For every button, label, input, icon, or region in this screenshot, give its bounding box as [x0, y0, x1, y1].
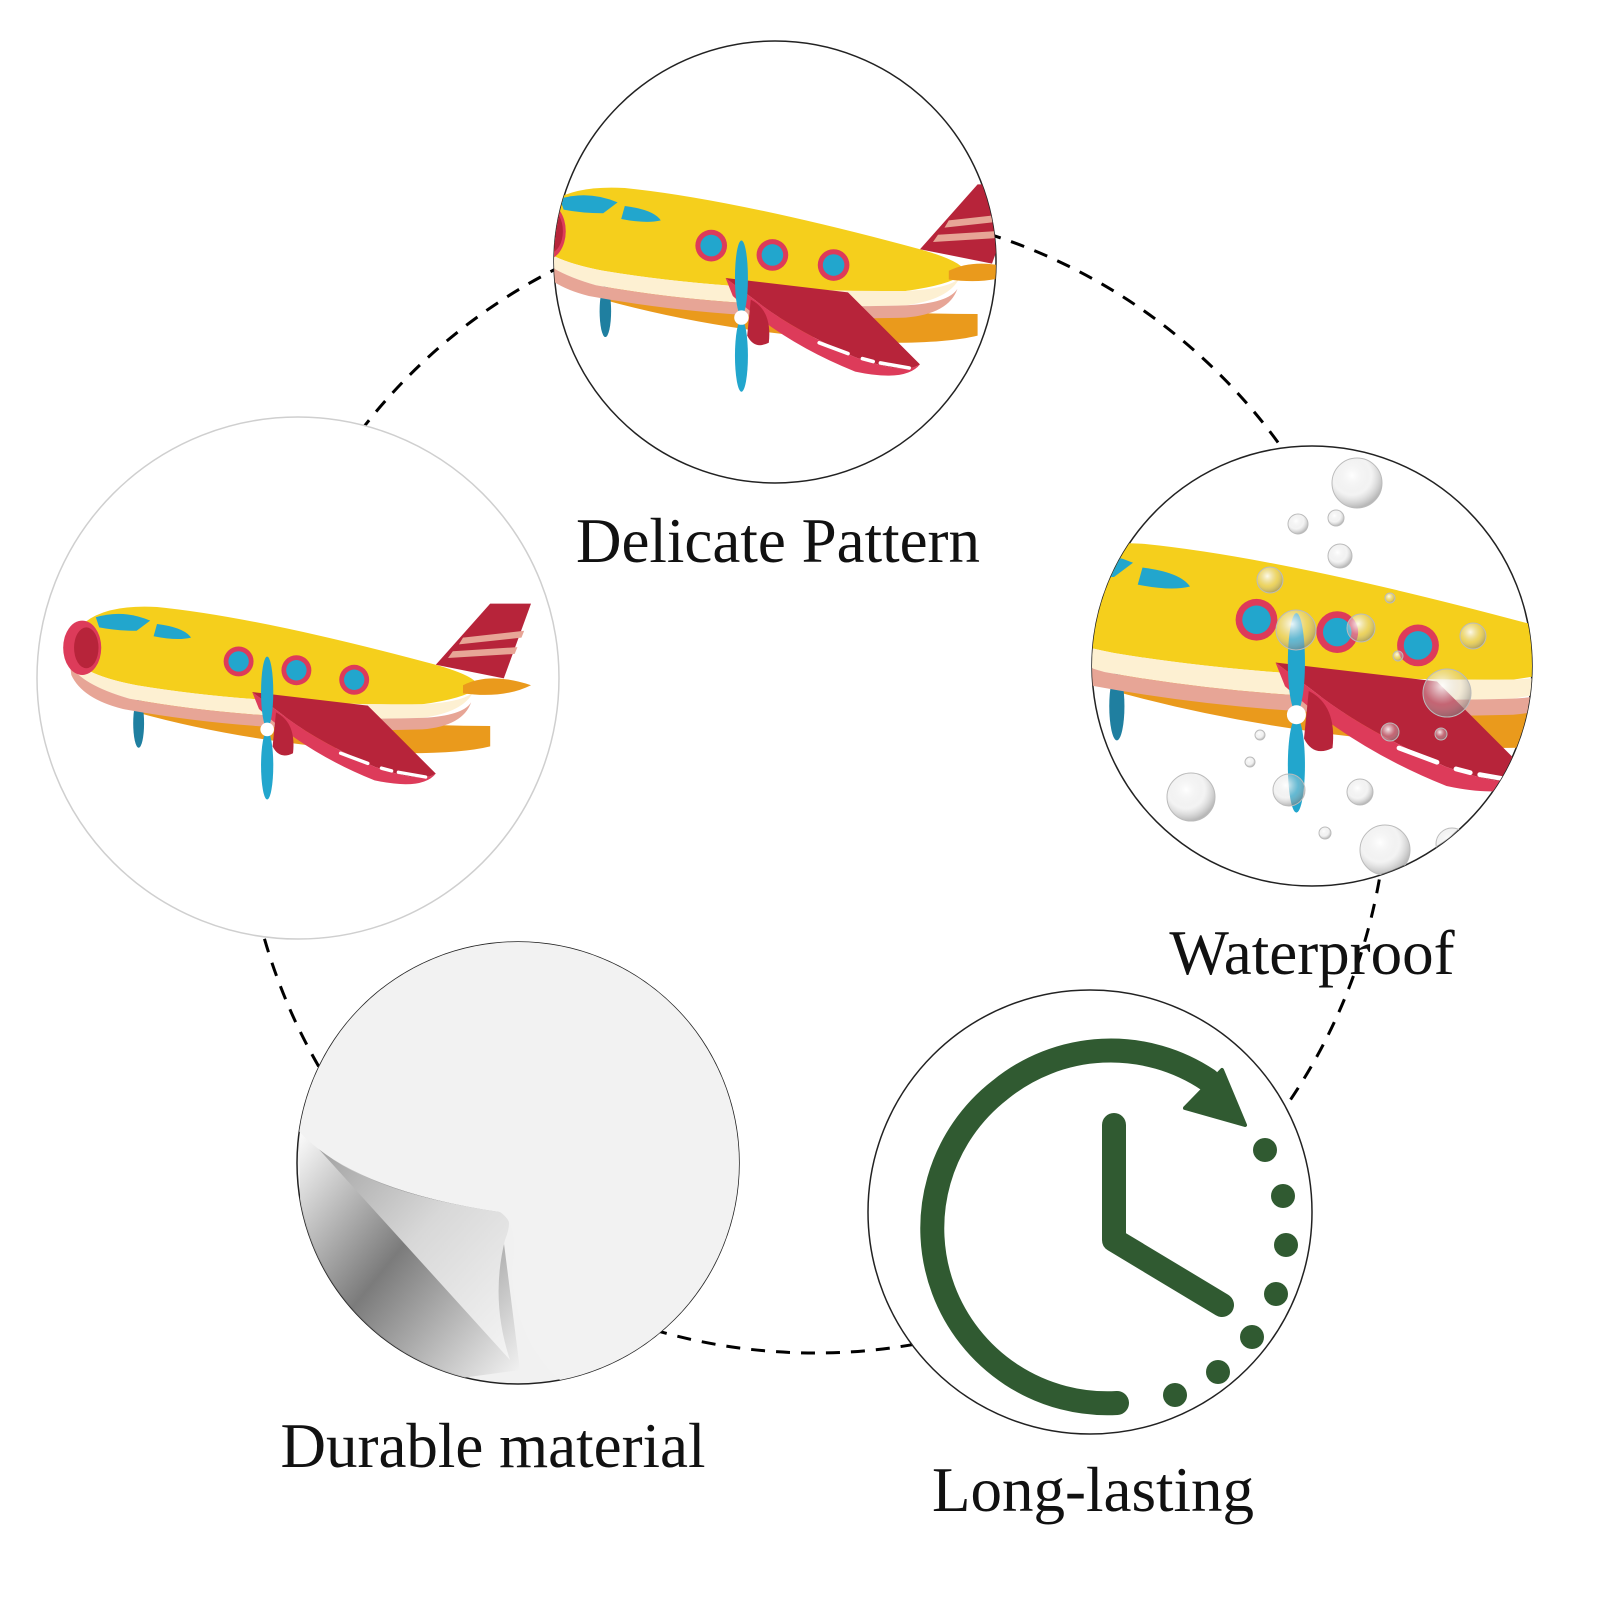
durable-material-label: Durable material — [280, 1411, 706, 1481]
sample-sticker-circle — [36, 416, 560, 940]
delicate-pattern-circle — [553, 40, 997, 484]
waterproof-circle — [1011, 445, 1601, 887]
water-droplets — [1166, 457, 1487, 876]
airplane-with-water-droplets-icon — [1011, 457, 1601, 876]
long-lasting-label: Long-lasting — [932, 1455, 1254, 1525]
durable-material-circle — [296, 941, 740, 1385]
waterproof-label: Waterproof — [1169, 918, 1455, 988]
delicate-pattern-label: Delicate Pattern — [575, 506, 981, 576]
peeling-sticker-icon — [297, 942, 739, 1384]
clock-arrow-icon — [920, 1038, 1298, 1416]
long-lasting-circle — [867, 989, 1313, 1435]
